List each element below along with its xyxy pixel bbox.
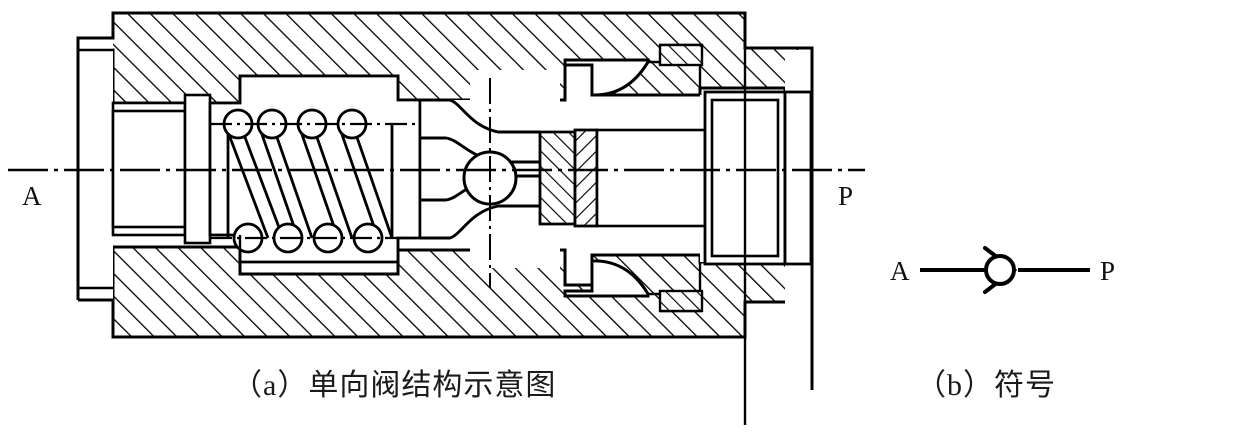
spring-chamber-detail — [238, 76, 400, 262]
port-p-flange-bore — [783, 90, 813, 266]
section-assembly: A P — [8, 11, 865, 425]
poppet-top-curve — [420, 98, 540, 134]
port-p-assembly — [595, 13, 814, 425]
port-a-flange-fill — [78, 38, 113, 335]
seal-sleeve-body — [573, 128, 599, 228]
seal-sleeve — [573, 128, 599, 228]
seat-cone-upper-curve — [591, 61, 650, 97]
spring-axis-lines — [210, 122, 420, 240]
symbol-port-p-label: P — [1100, 256, 1115, 286]
compression-spring — [210, 108, 420, 254]
symbol-assembly: A P — [890, 246, 1115, 294]
spring-coil-strands — [226, 122, 394, 239]
poppet-bottom-curve — [420, 204, 540, 240]
right-body-detail-lines — [648, 43, 704, 313]
symbol-ball-icon — [984, 254, 1016, 286]
section-port-a-label: A — [22, 181, 42, 211]
section-port-p-label: P — [838, 181, 853, 211]
symbol-port-a-label: A — [890, 256, 910, 286]
poppet-shoulder-hatch — [538, 130, 577, 226]
port-p-inner-bore — [595, 128, 707, 228]
